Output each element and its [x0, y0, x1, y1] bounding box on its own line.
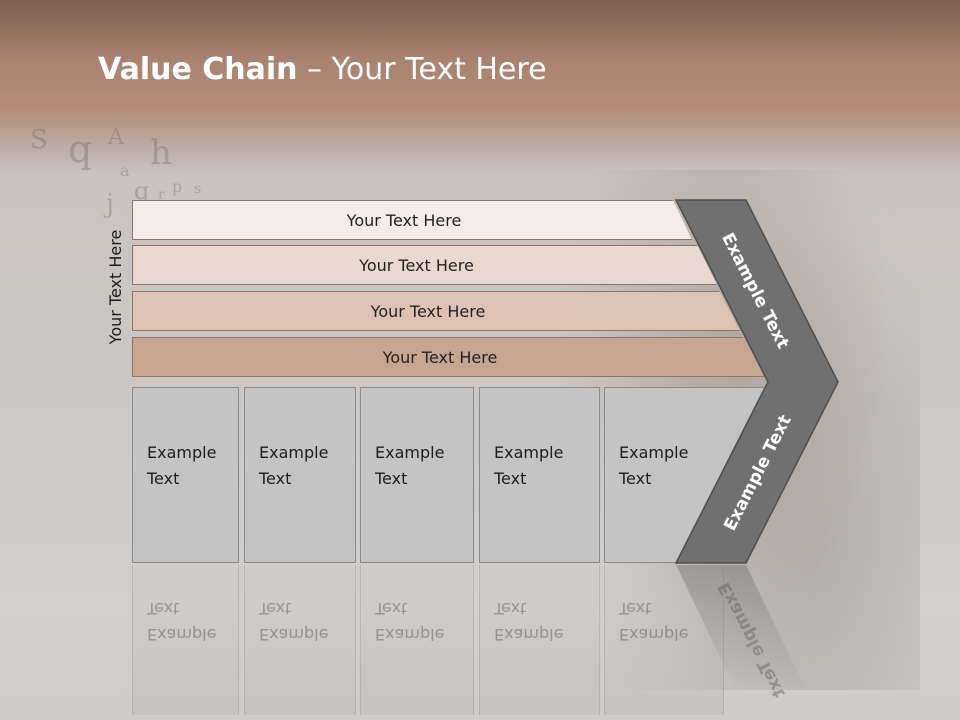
chevron-shape[interactable] — [674, 199, 839, 564]
bg-letter: j — [106, 189, 115, 219]
slide-title[interactable]: Value Chain – Your Text Here — [98, 52, 547, 87]
cell-line-2: Text — [619, 469, 652, 488]
cell-line-1: Example — [375, 443, 445, 462]
row-label: Your Text Here — [346, 210, 462, 230]
bg-letter: a — [120, 161, 130, 180]
cell-line-1: Example — [494, 443, 564, 462]
row-label: Your Text Here — [370, 301, 486, 321]
bg-letter: g — [134, 177, 150, 205]
chevron-reflection — [676, 565, 806, 690]
bg-letter: q — [68, 127, 93, 171]
bg-letter: h — [150, 133, 172, 173]
cell-line-2: Text — [375, 469, 408, 488]
cell-line-2: Text — [259, 469, 292, 488]
support-activity-row[interactable]: Your Text Here — [132, 200, 692, 240]
row-label: Your Text Here — [359, 255, 474, 275]
title-bold: Value Chain — [98, 52, 298, 87]
bg-letter: s — [194, 181, 202, 197]
bg-letter: p — [172, 177, 183, 196]
support-activity-row[interactable]: Your Text Here — [132, 245, 717, 285]
cell-line-1: Example — [147, 443, 217, 462]
bg-letter: r — [158, 187, 165, 203]
title-rest: – Your Text Here — [297, 52, 547, 87]
cell-line-2: Text — [494, 469, 527, 488]
support-activity-row[interactable]: Your Text Here — [132, 291, 740, 331]
bg-letter: S — [30, 125, 48, 155]
cell-line-1: Example — [619, 443, 689, 462]
row-label: Your Text Here — [382, 347, 498, 367]
cell-line-2: Text — [147, 469, 180, 488]
support-activity-row[interactable]: Your Text Here — [132, 337, 764, 377]
cell-line-1: Example — [259, 443, 329, 462]
bg-letter: A — [108, 125, 124, 150]
